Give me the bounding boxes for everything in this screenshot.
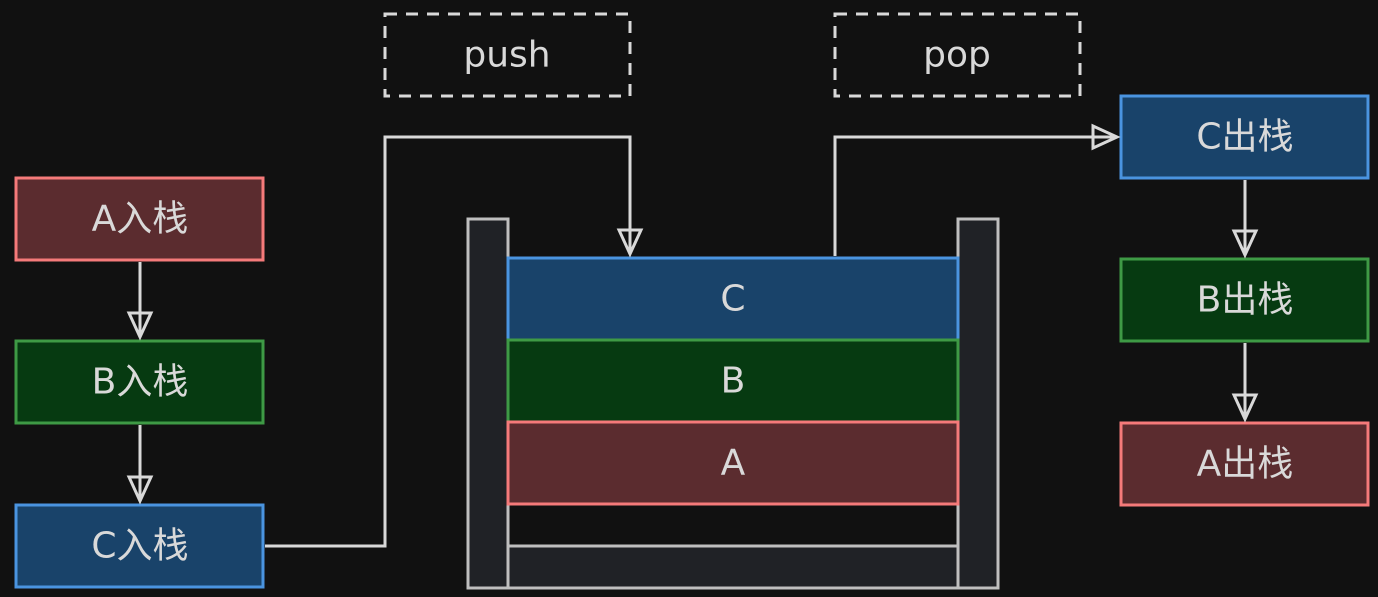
- push-connector: [265, 135, 644, 548]
- pop-step-a-label: A出栈: [1197, 444, 1294, 485]
- pop-step-b-label: B出栈: [1197, 280, 1294, 321]
- pop-label: pop: [923, 35, 991, 76]
- pop-step-c-label: C出栈: [1196, 117, 1293, 158]
- push-label-box: [383, 12, 632, 98]
- push-step-a-box: [14, 176, 265, 262]
- push-step-b-box: [14, 339, 265, 425]
- push-step-b-label: B入栈: [92, 362, 189, 403]
- push-step-c-label: C入栈: [91, 526, 188, 567]
- push-step-c-box: [14, 503, 265, 589]
- pop-step-b-box: [1119, 257, 1370, 343]
- push-step-a-label: A入栈: [92, 199, 189, 240]
- stack-left-wall: [466, 217, 510, 590]
- stack-item-c-label: C: [720, 279, 745, 320]
- stack-bottom: [506, 544, 960, 590]
- pop-step-c-box: [1119, 94, 1370, 180]
- push-label: push: [463, 35, 550, 76]
- stack-item-c-box: [506, 256, 960, 342]
- pop-step-a-box: [1119, 421, 1370, 507]
- stack-item-b-box: [506, 338, 960, 424]
- stack-item-a-box: [506, 420, 960, 506]
- pop-connector: [833, 123, 1121, 256]
- stack-item-b-label: B: [721, 361, 746, 402]
- stack-right-wall: [956, 217, 1000, 590]
- stack-item-a-label: A: [721, 443, 746, 484]
- pop-label-box: [833, 12, 1082, 98]
